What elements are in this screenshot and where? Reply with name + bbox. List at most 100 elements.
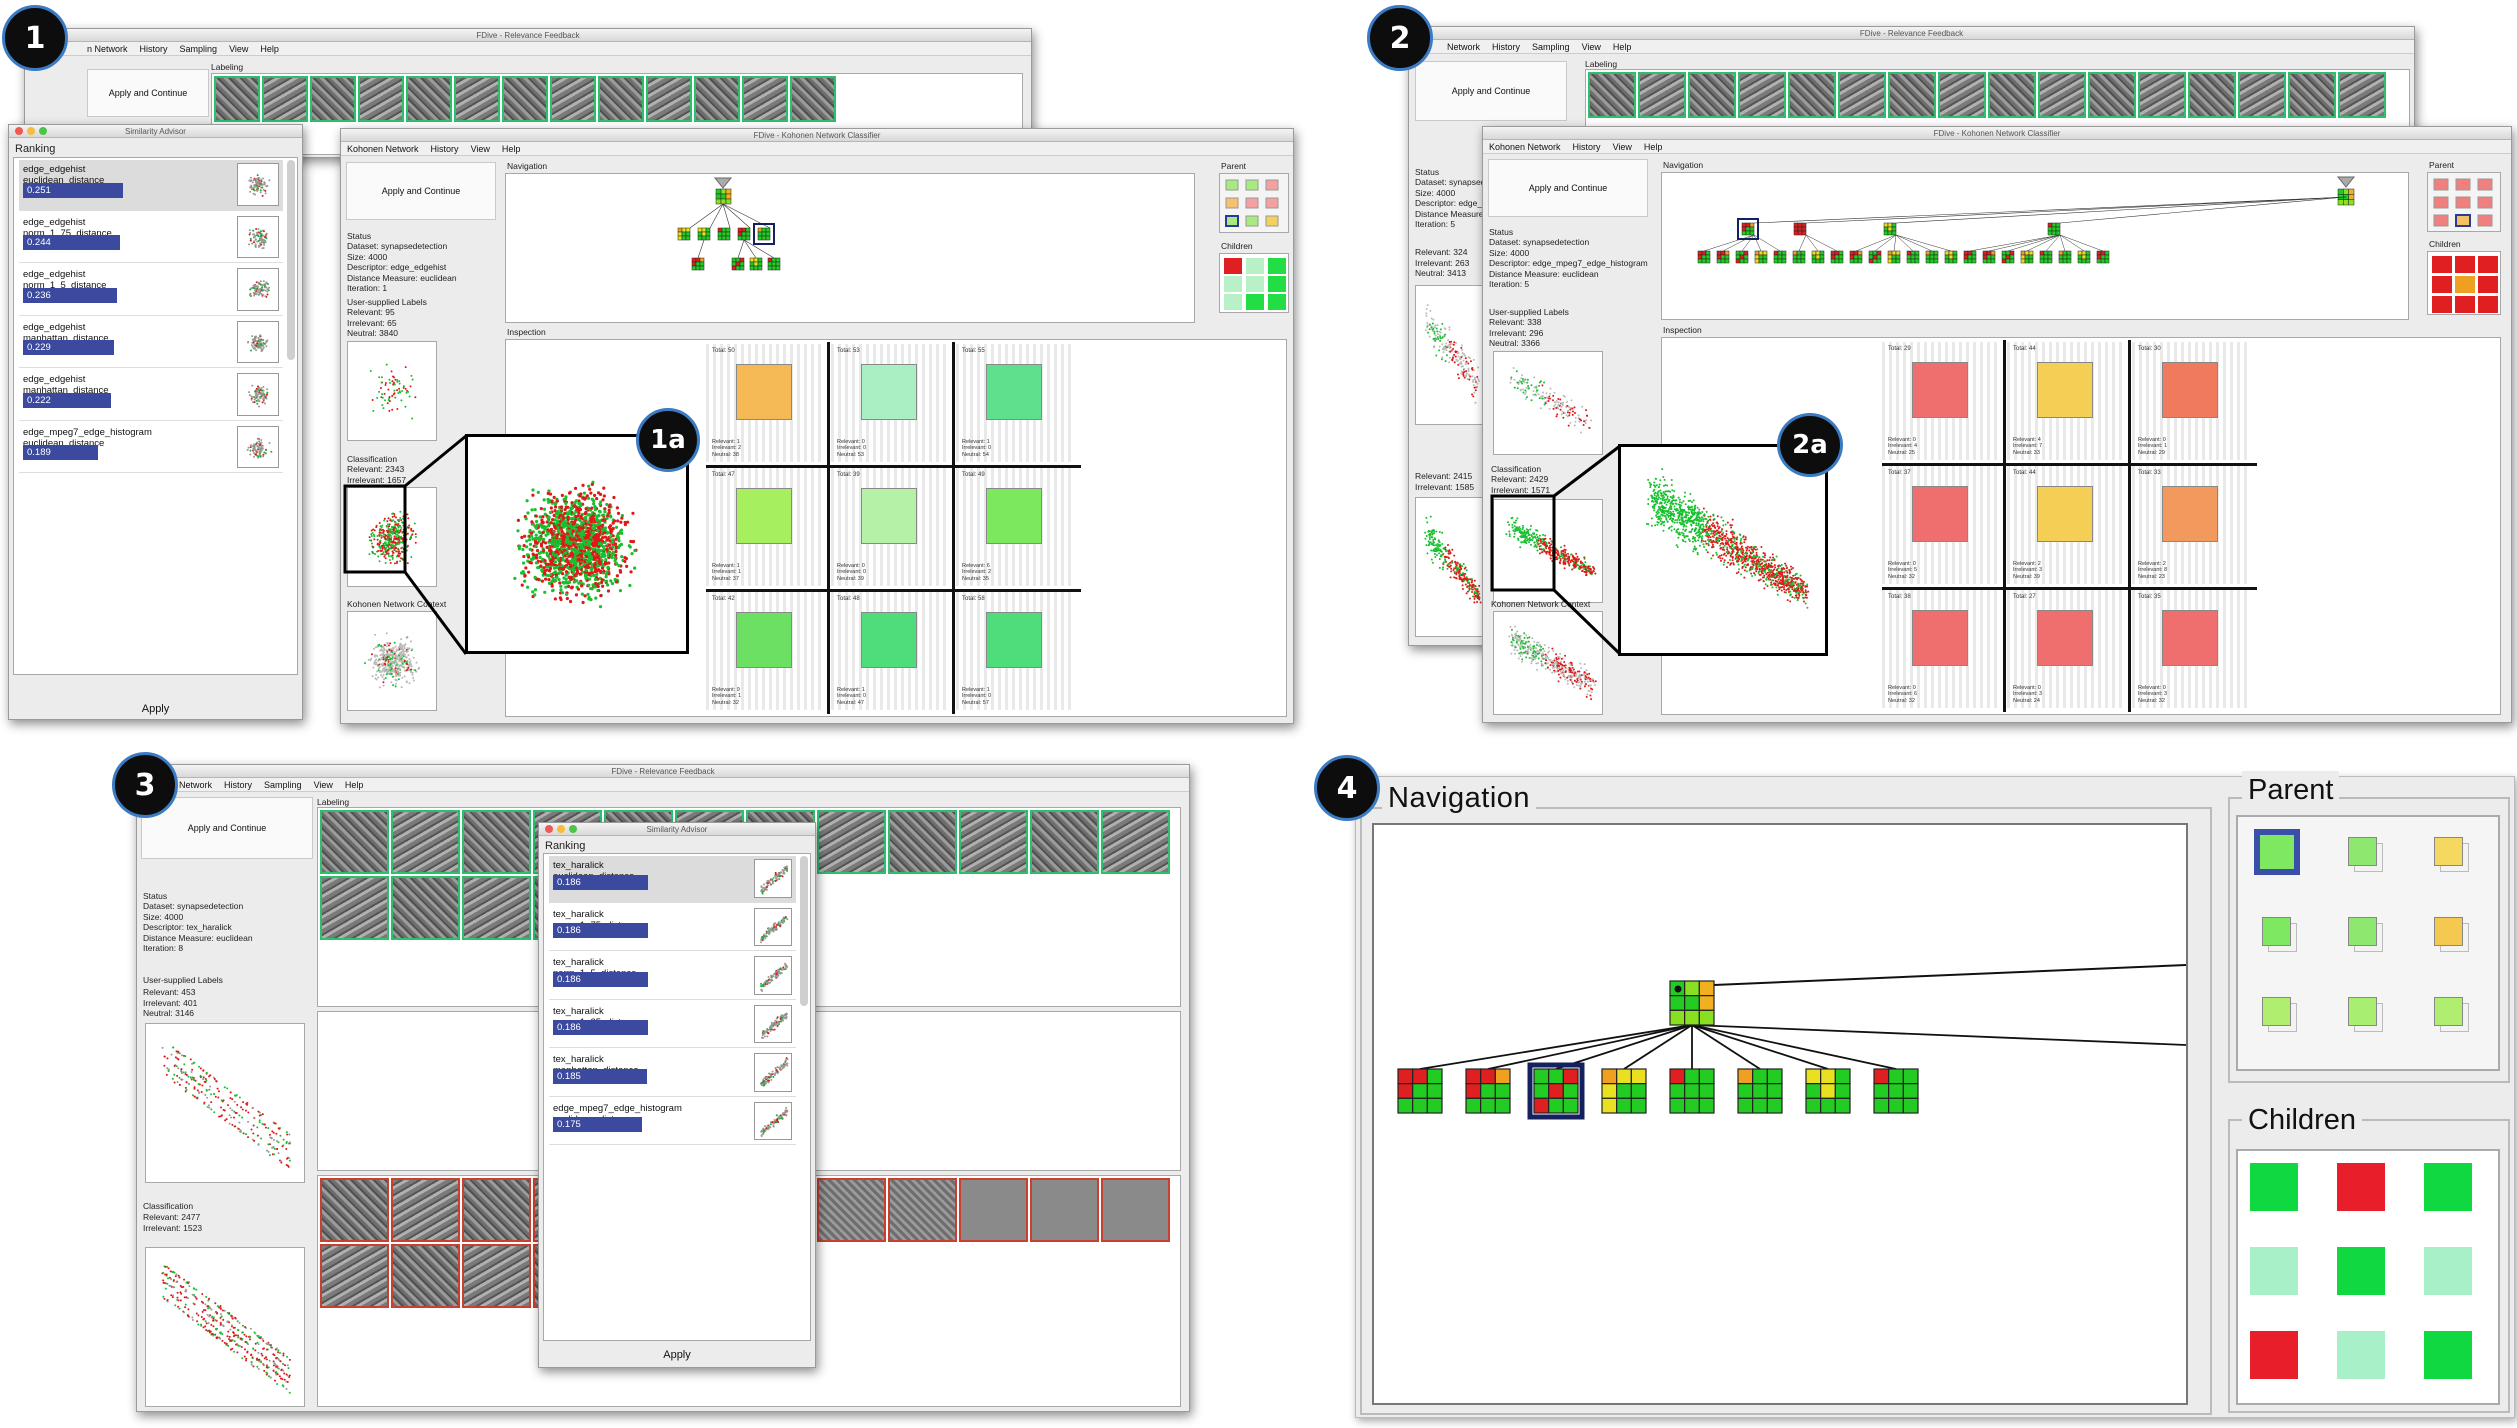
som-node[interactable] xyxy=(737,227,751,241)
menu-history[interactable]: History xyxy=(139,44,168,54)
menu-view[interactable]: View xyxy=(470,144,490,154)
som-node[interactable] xyxy=(677,227,691,241)
child-node[interactable] xyxy=(2337,1163,2385,1211)
som-node[interactable] xyxy=(753,223,775,245)
menu-sampling[interactable]: Sampling xyxy=(179,44,218,54)
em-thumbnail[interactable] xyxy=(550,76,596,122)
som-node[interactable] xyxy=(2058,250,2072,264)
em-thumbnail[interactable] xyxy=(959,810,1028,874)
som-node[interactable] xyxy=(1883,222,1897,236)
em-thumbnail[interactable] xyxy=(817,810,886,874)
som-node[interactable] xyxy=(1982,250,1996,264)
em-thumbnail[interactable] xyxy=(742,76,788,122)
som-node[interactable] xyxy=(1868,250,1882,264)
som-node[interactable] xyxy=(731,257,745,271)
em-thumbnail[interactable] xyxy=(462,1178,531,1242)
child-node[interactable] xyxy=(2337,1331,2385,1379)
em-thumbnail[interactable] xyxy=(790,76,836,122)
em-thumbnail[interactable] xyxy=(1030,1178,1099,1242)
parent-node[interactable] xyxy=(2348,997,2390,1039)
apply-continue-button[interactable]: Apply and Continue xyxy=(1488,159,1648,217)
em-thumbnail[interactable] xyxy=(320,1244,389,1308)
som-node[interactable] xyxy=(1811,250,1825,264)
som-node[interactable] xyxy=(1716,250,1730,264)
child-node[interactable] xyxy=(2424,1331,2472,1379)
em-thumbnail[interactable] xyxy=(1101,1178,1170,1242)
apply-continue-button[interactable]: Apply and Continue xyxy=(141,797,313,859)
som-node[interactable] xyxy=(2047,222,2061,236)
som-node[interactable] xyxy=(2096,250,2110,264)
menu-view[interactable]: View xyxy=(1612,142,1632,152)
menu-network[interactable]: n Network xyxy=(87,44,128,54)
menu-help[interactable]: Help xyxy=(344,780,364,790)
som-node[interactable] xyxy=(1849,250,1863,264)
em-thumbnail[interactable] xyxy=(1738,72,1786,118)
em-thumbnail[interactable] xyxy=(1030,810,1099,874)
parent-node[interactable] xyxy=(2262,997,2304,1039)
som-node[interactable] xyxy=(1830,250,1844,264)
som-node[interactable] xyxy=(1465,1068,1511,1114)
som-node[interactable] xyxy=(1805,1068,1851,1114)
em-thumbnail[interactable] xyxy=(2288,72,2336,118)
em-thumbnail[interactable] xyxy=(320,810,389,874)
em-thumbnail[interactable] xyxy=(888,810,957,874)
ranking-item[interactable]: edge_mpeg7_edge_histogram euclidean_dist… xyxy=(549,1098,796,1145)
apply-continue-button[interactable]: Apply and Continue xyxy=(87,69,209,117)
som-node[interactable] xyxy=(2077,250,2091,264)
som-node[interactable] xyxy=(1601,1068,1647,1114)
em-thumbnail[interactable] xyxy=(694,76,740,122)
em-thumbnail[interactable] xyxy=(817,1178,886,1242)
em-thumbnail[interactable] xyxy=(462,810,531,874)
em-thumbnail[interactable] xyxy=(2338,72,2386,118)
child-node[interactable] xyxy=(2424,1247,2472,1295)
menu-view[interactable]: View xyxy=(313,780,333,790)
som-node[interactable] xyxy=(697,227,711,241)
som-node[interactable] xyxy=(715,188,732,205)
menu-view[interactable]: View xyxy=(229,44,249,54)
menu-history[interactable]: History xyxy=(1492,42,1521,52)
menu-view[interactable]: View xyxy=(1581,42,1601,52)
som-node[interactable] xyxy=(1669,1068,1715,1114)
em-thumbnail[interactable] xyxy=(2088,72,2136,118)
som-node[interactable] xyxy=(1792,250,1806,264)
parent-node[interactable] xyxy=(2434,837,2476,879)
som-node[interactable] xyxy=(1925,250,1939,264)
som-node[interactable] xyxy=(1735,250,1749,264)
menu-history[interactable]: History xyxy=(430,144,459,154)
em-thumbnail[interactable] xyxy=(2038,72,2086,118)
menu-network[interactable]: Network xyxy=(179,780,213,790)
som-node[interactable] xyxy=(1773,250,1787,264)
parent-node[interactable] xyxy=(2262,917,2304,959)
menu-history[interactable]: History xyxy=(1572,142,1601,152)
som-node[interactable] xyxy=(1873,1068,1919,1114)
apply-continue-button[interactable]: Apply and Continue xyxy=(346,162,496,220)
som-node[interactable] xyxy=(1737,1068,1783,1114)
som-node[interactable] xyxy=(767,257,781,271)
menu-help[interactable]: Help xyxy=(501,144,521,154)
som-node[interactable] xyxy=(1963,250,1977,264)
em-thumbnail[interactable] xyxy=(502,76,548,122)
child-node[interactable] xyxy=(2250,1331,2298,1379)
som-node[interactable] xyxy=(1793,222,1807,236)
som-node[interactable] xyxy=(1737,218,1759,240)
som-node[interactable] xyxy=(1669,980,1715,1026)
